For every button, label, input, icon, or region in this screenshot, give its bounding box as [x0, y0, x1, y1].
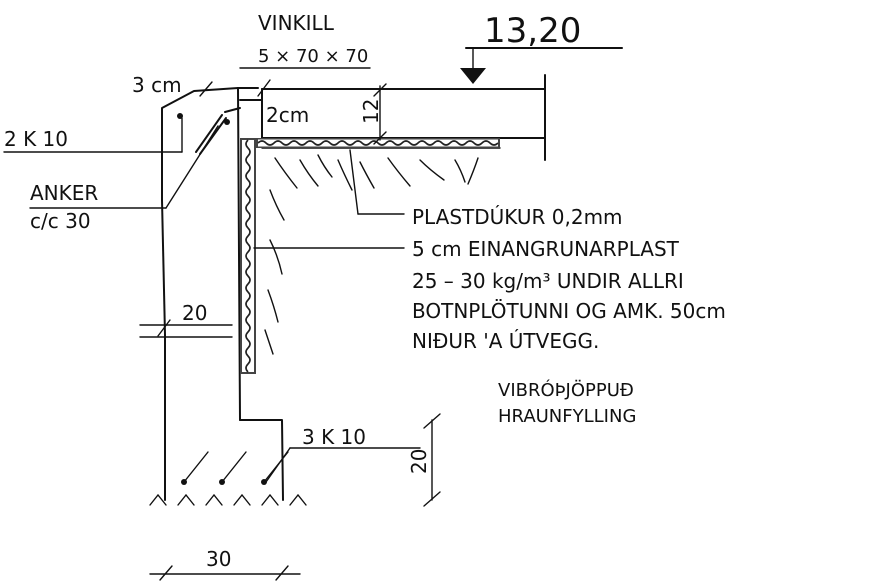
wall-thickness-label: 20 [182, 301, 207, 325]
note-line-1: PLASTDÚKUR 0,2mm [412, 205, 623, 229]
anchor-spacing-label: c/c 30 [30, 209, 91, 233]
fill-hatch [264, 154, 479, 355]
note-line-2: 5 cm EINANGRUNARPLAST [412, 237, 680, 261]
angle-size: 5 × 70 × 70 [258, 46, 368, 67]
dimensions [139, 79, 441, 581]
footing-width-label: 30 [206, 547, 231, 571]
slab-thickness-label: 12 [359, 99, 383, 124]
notes-block: PLASTDÚKUR 0,2mm 5 cm EINANGRUNARPLAST 2… [412, 205, 726, 353]
note-line-3: 25 – 30 kg/m³ UNDIR ALLRI [412, 269, 684, 293]
anchor-label: ANKER [30, 181, 98, 205]
insulation-wall [240, 138, 256, 374]
fill-line-1: VIBRÓÞJÖPPUÐ [498, 379, 634, 401]
fill-block: VIBRÓÞJÖPPUÐ HRAUNFYLLING [498, 379, 636, 427]
bottom-rebar-label: 3 K 10 [302, 425, 366, 449]
gap-2cm-label: 2cm [266, 103, 309, 127]
top-rebar-label: 2 K 10 [4, 127, 68, 151]
note-line-5: NIÐUR 'A ÚTVEGG. [412, 329, 599, 353]
wall-outline [161, 87, 284, 501]
fill-line-2: HRAUNFYLLING [498, 406, 636, 427]
elevation-label: 13,20 [484, 11, 581, 51]
angle-title: VINKILL [258, 11, 335, 35]
note-line-4: BOTNPLÖTUNNI OG AMK. 50cm [412, 299, 726, 323]
footing-height-label: 20 [407, 449, 431, 474]
insulation-under-slab [256, 138, 500, 148]
leaders [3, 47, 623, 483]
angle-anchor [177, 107, 241, 155]
gap-3cm-label: 3 cm [132, 73, 182, 97]
footing-rebar [181, 451, 289, 485]
ground-hatch [149, 493, 307, 506]
